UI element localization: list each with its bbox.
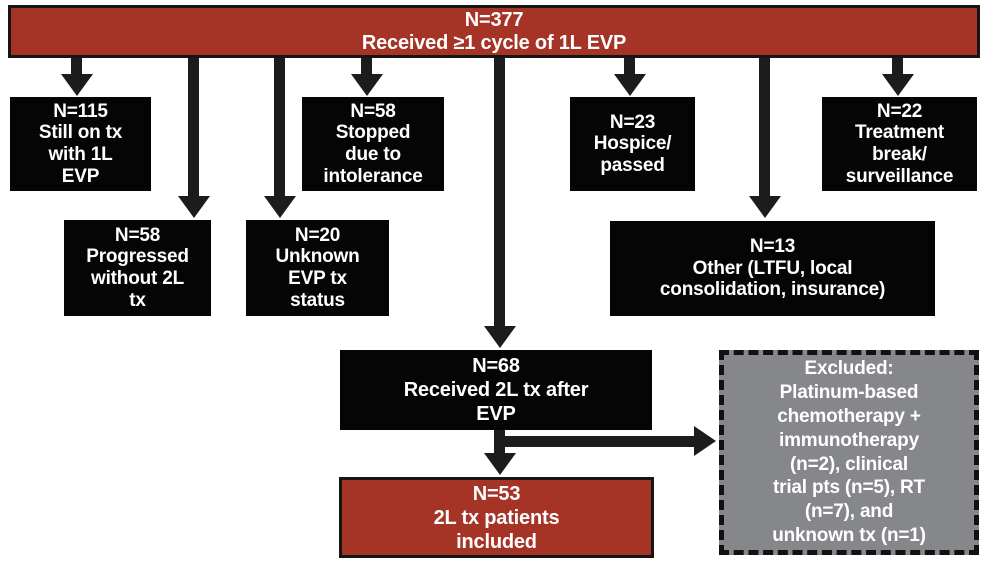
node-label: Still on tx with 1L EVP — [38, 122, 123, 187]
node-label: Hospice/ passed — [593, 133, 672, 176]
arrowhead-down-icon — [484, 453, 516, 475]
node-count: N=20 — [294, 224, 341, 246]
node-total: N=377 Received ≥1 cycle of 1L EVP — [8, 5, 980, 58]
node-other: N=13 Other (LTFU, local consolidation, i… — [610, 221, 935, 316]
node-still-on-tx: N=115 Still on tx with 1L EVP — [10, 97, 151, 191]
node-hospice: N=23 Hospice/ passed — [570, 97, 695, 191]
node-treatment-break: N=22 Treatment break/ surveillance — [822, 97, 977, 191]
arrowhead-down-icon — [882, 74, 914, 96]
arrow-total-to-hospice — [624, 58, 635, 76]
node-received-2l: N=68 Received 2L tx after EVP — [340, 350, 652, 430]
arrowhead-down-icon — [614, 74, 646, 96]
node-excluded: Excluded: Platinum-based chemotherapy + … — [719, 350, 979, 555]
node-count: N=58 — [350, 100, 396, 122]
node-count: N=22 — [876, 100, 923, 122]
node-label: Progressed without 2L tx — [86, 246, 189, 311]
arrow-total-to-unknown-status — [274, 58, 285, 198]
arrow-total-to-treatment-break — [892, 58, 903, 76]
node-label: 2L tx patients included — [433, 506, 560, 553]
arrowhead-down-icon — [351, 74, 383, 96]
node-count: N=53 — [472, 482, 521, 505]
node-count: N=13 — [749, 236, 796, 258]
node-label: Received ≥1 cycle of 1L EVP — [361, 31, 627, 54]
arrowhead-right-icon — [694, 426, 716, 456]
node-count: N=58 — [114, 224, 161, 246]
arrowhead-down-icon — [484, 326, 516, 348]
arrowhead-down-icon — [749, 196, 781, 218]
node-count: N=68 — [472, 355, 520, 377]
node-label: Stopped due to intolerance — [323, 122, 423, 187]
arrowhead-down-icon — [61, 74, 93, 96]
arrow-total-to-progressed — [188, 58, 199, 198]
node-label: Other (LTFU, local consolidation, insura… — [659, 257, 886, 301]
node-count: N=377 — [464, 8, 524, 31]
arrow-total-to-still-on-tx — [71, 58, 82, 76]
arrow-total-to-stopped — [361, 58, 372, 76]
node-label: Treatment break/ surveillance — [845, 122, 954, 187]
arrow-total-to-received-2l — [494, 58, 505, 328]
node-unknown-status: N=20 Unknown EVP tx status — [246, 220, 389, 316]
node-stopped: N=58 Stopped due to intolerance — [302, 97, 444, 191]
node-progressed: N=58 Progressed without 2L tx — [64, 220, 211, 316]
arrowhead-down-icon — [178, 196, 210, 218]
node-label: Unknown EVP tx status — [275, 246, 360, 311]
arrow-received-2l-to-excluded — [494, 436, 694, 447]
arrowhead-down-icon — [264, 196, 296, 218]
node-count: N=115 — [53, 100, 108, 122]
arrow-total-to-other — [759, 58, 770, 198]
node-count: N=23 — [609, 111, 656, 133]
node-label: Excluded: Platinum-based chemotherapy + … — [772, 357, 926, 547]
node-label: Received 2L tx after EVP — [403, 379, 589, 425]
node-included: N=53 2L tx patients included — [339, 477, 654, 558]
